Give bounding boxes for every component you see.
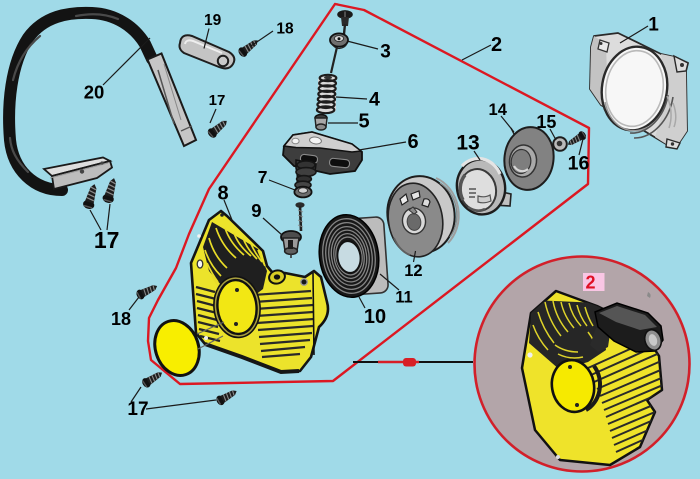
svg-text:4: 4 — [369, 89, 380, 111]
svg-text:12: 12 — [404, 262, 422, 280]
svg-text:20: 20 — [84, 82, 105, 103]
svg-text:17: 17 — [94, 227, 120, 253]
svg-text:2: 2 — [585, 273, 595, 293]
svg-text:17: 17 — [127, 399, 148, 420]
svg-text:7: 7 — [258, 167, 268, 187]
svg-text:19: 19 — [204, 12, 222, 29]
svg-text:17: 17 — [209, 92, 226, 109]
svg-text:9: 9 — [251, 200, 261, 221]
svg-text:8: 8 — [217, 183, 228, 205]
svg-text:2: 2 — [491, 34, 502, 56]
svg-text:18: 18 — [111, 309, 131, 329]
svg-text:5: 5 — [358, 111, 369, 133]
svg-text:18: 18 — [276, 21, 294, 38]
svg-text:13: 13 — [456, 132, 479, 155]
svg-text:11: 11 — [395, 289, 412, 307]
svg-text:1: 1 — [648, 15, 659, 36]
svg-text:10: 10 — [364, 306, 386, 328]
svg-text:3: 3 — [380, 42, 391, 63]
svg-text:14: 14 — [489, 101, 508, 119]
svg-text:6: 6 — [407, 131, 418, 153]
svg-text:16: 16 — [568, 153, 590, 175]
svg-text:15: 15 — [536, 112, 556, 132]
